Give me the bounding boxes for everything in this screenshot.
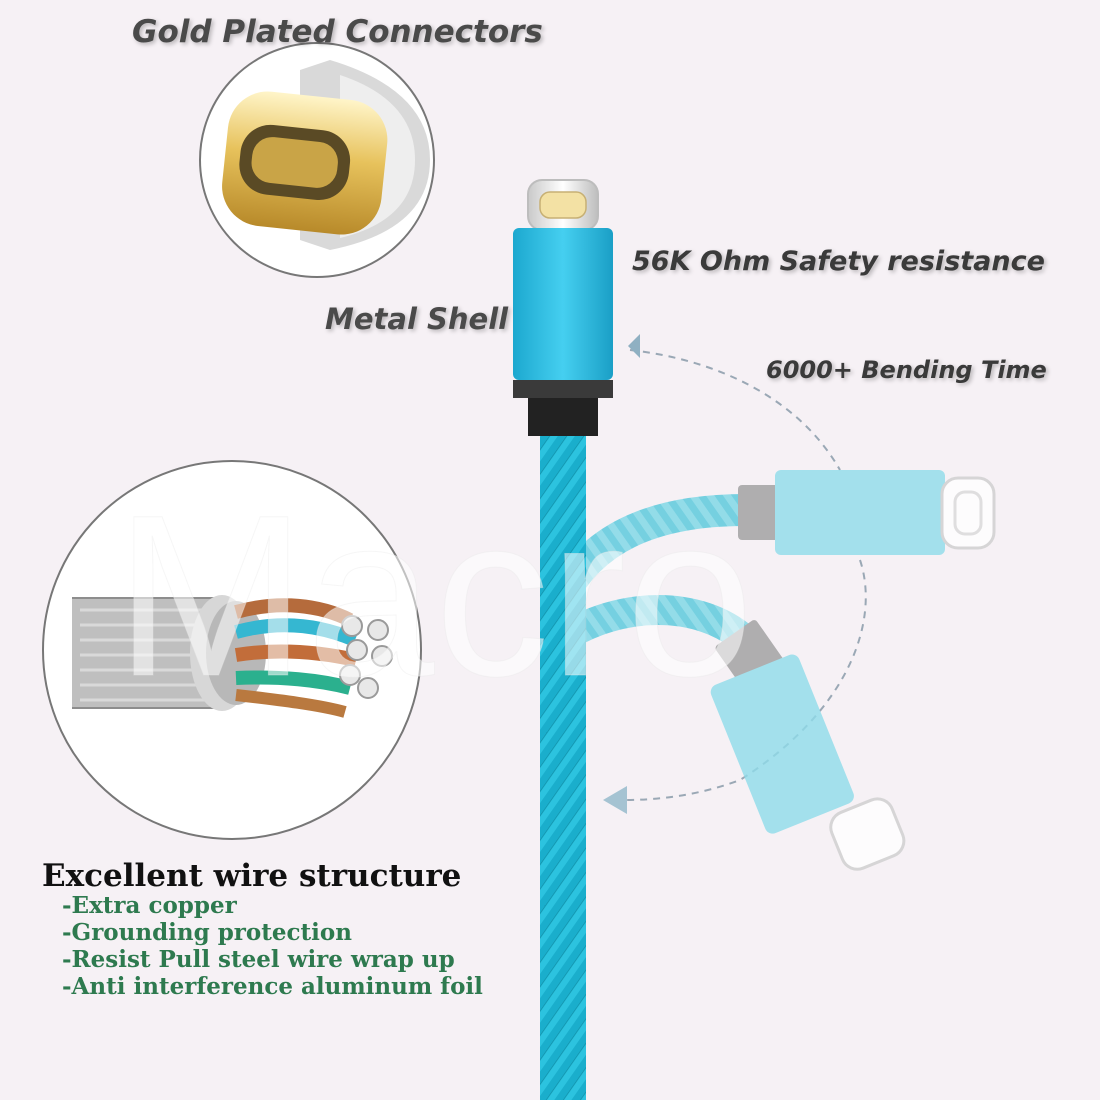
gold-connector-detail bbox=[199, 42, 435, 278]
safety-resistance-label: 56K Ohm Safety resistance bbox=[632, 246, 1045, 277]
main-cable bbox=[513, 179, 613, 1100]
metal-shell-label: Metal Shell bbox=[325, 302, 509, 336]
list-item: -Extra copper bbox=[62, 892, 237, 919]
wire-structure-title: Excellent wire structure bbox=[42, 858, 462, 894]
list-item: -Grounding protection bbox=[62, 919, 352, 946]
wire-cross-section-detail bbox=[42, 460, 422, 840]
watermark: Macro bbox=[115, 467, 754, 724]
gold-plated-label: Gold Plated Connectors bbox=[132, 14, 543, 50]
wire-structure-list: -Extra copper -Grounding protection -Res… bbox=[62, 892, 483, 1000]
bent-cable-upper bbox=[545, 470, 996, 608]
bending-time-label: 6000+ Bending Time bbox=[766, 356, 1047, 384]
list-item: -Resist Pull steel wire wrap up bbox=[62, 946, 455, 973]
list-item: -Anti interference aluminum foil bbox=[62, 973, 483, 1000]
